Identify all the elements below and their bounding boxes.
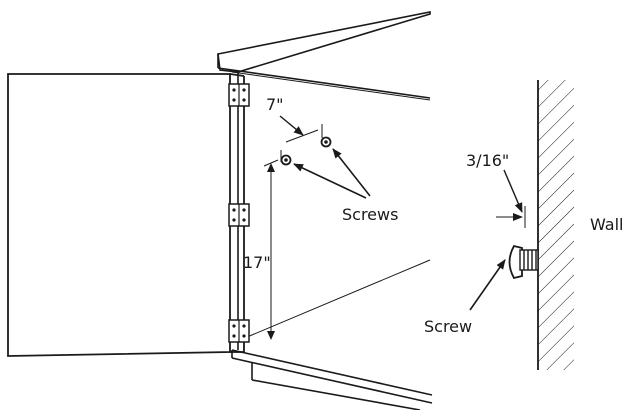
hinge-top bbox=[228, 83, 250, 107]
dimension-3-16in bbox=[496, 169, 526, 228]
screws-callout-arrows bbox=[293, 148, 371, 199]
hinge-middle bbox=[228, 203, 250, 227]
screw-hole-right bbox=[320, 136, 332, 148]
door-panel bbox=[7, 73, 231, 357]
cabinet-door bbox=[7, 73, 245, 357]
screw-in-wall bbox=[508, 244, 539, 280]
cabinet-bottom-edge bbox=[239, 259, 431, 341]
label-wall: Wall bbox=[590, 215, 624, 234]
label-7in: 7" bbox=[266, 95, 284, 114]
label-17in: 17" bbox=[243, 253, 271, 272]
hinge-bottom bbox=[228, 319, 250, 343]
screw-hole-left bbox=[280, 154, 292, 166]
wall bbox=[537, 78, 582, 372]
screw-callout-arrow bbox=[469, 259, 506, 311]
cabinet-top-panel bbox=[217, 11, 431, 73]
dimension-17in bbox=[263, 159, 279, 340]
label-screws: Screws bbox=[342, 205, 398, 224]
cabinet bbox=[217, 11, 433, 410]
label-screw: Screw bbox=[424, 317, 472, 336]
dimension-7in bbox=[279, 115, 323, 162]
label-3-16in: 3/16" bbox=[466, 151, 509, 170]
